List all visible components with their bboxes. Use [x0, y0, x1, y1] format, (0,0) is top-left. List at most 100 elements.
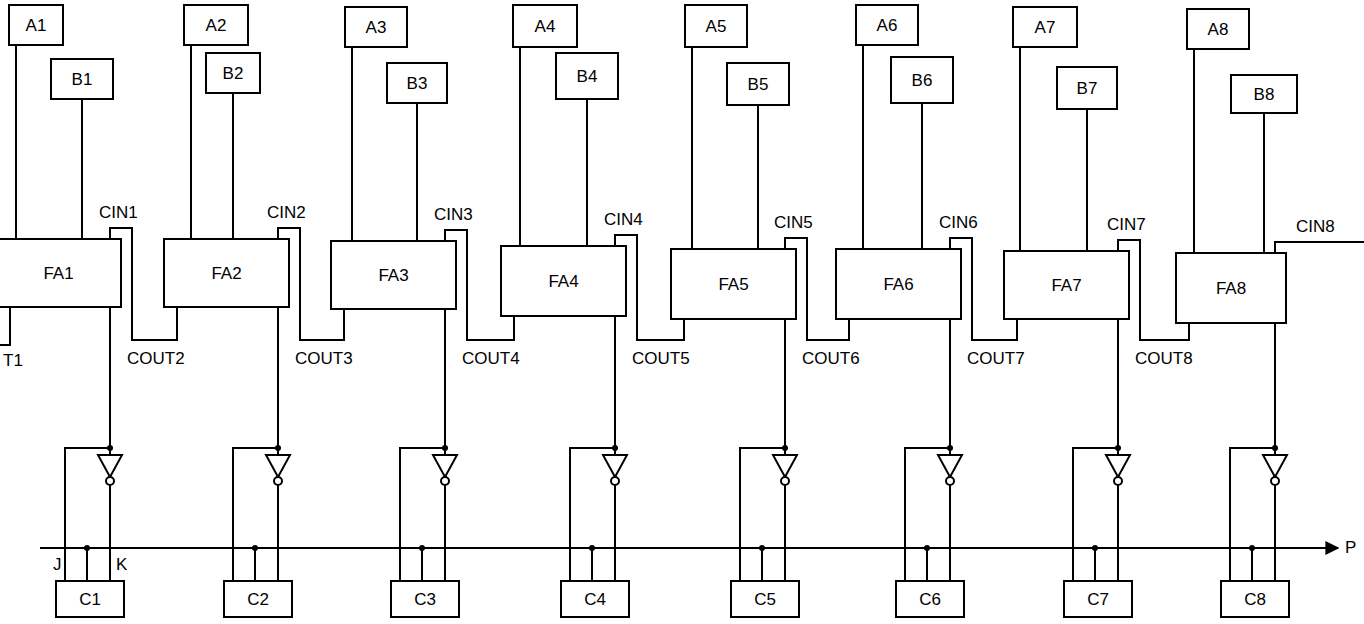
full-adder-box: FA3 — [330, 240, 457, 310]
full-adder-box: FA5 — [670, 248, 797, 320]
box-label: B1 — [72, 71, 93, 88]
pin-label: K — [115, 556, 128, 573]
input-b-box: B1 — [50, 58, 114, 100]
full-adder-box: FA8 — [1175, 252, 1287, 324]
wire — [232, 94, 234, 238]
input-a-box: A8 — [1186, 8, 1250, 50]
box-label: A2 — [206, 17, 227, 34]
flip-flop-box: C7 — [1063, 580, 1133, 618]
box-label: B2 — [223, 65, 244, 82]
input-a-box: A6 — [855, 4, 919, 46]
flip-flop-box: C4 — [560, 580, 630, 618]
carry-in-label: CIN3 — [433, 206, 474, 223]
box-label: FA5 — [718, 276, 748, 293]
box-label: FA1 — [43, 265, 73, 282]
signal-label: P — [1344, 539, 1357, 556]
box-label: A1 — [26, 17, 47, 34]
input-b-box: B3 — [386, 62, 448, 104]
carry-in-stub — [1275, 242, 1364, 252]
wire — [15, 46, 17, 238]
pin-label: J — [52, 556, 63, 573]
input-a-box: A7 — [1012, 6, 1078, 48]
inverter-symbol — [773, 455, 797, 477]
carry-out-label: COUT8 — [1134, 350, 1194, 367]
inverter-bubble — [106, 477, 114, 485]
box-label: C8 — [1244, 591, 1266, 608]
carry-in-label: CIN6 — [938, 214, 979, 231]
k-wire — [784, 485, 786, 580]
carry-out-label: COUT3 — [294, 350, 354, 367]
box-label: FA8 — [1216, 280, 1246, 297]
input-b-box: B7 — [1056, 66, 1118, 110]
box-label: FA3 — [378, 267, 408, 284]
carry-out-label: COUT6 — [801, 350, 861, 367]
inverter-symbol — [603, 455, 627, 477]
box-label: FA4 — [548, 273, 578, 290]
carry-out-stub — [0, 308, 10, 345]
k-wire — [1117, 485, 1119, 580]
input-a-box: A2 — [183, 4, 249, 46]
flip-flop-box: C5 — [730, 580, 800, 618]
inverter-symbol — [266, 455, 290, 477]
k-wire — [614, 485, 616, 580]
box-label: B7 — [1077, 80, 1098, 97]
full-adder-box: FA2 — [163, 238, 290, 308]
carry-out-label: COUT5 — [631, 350, 691, 367]
wire — [949, 448, 951, 455]
inverter-bubble — [781, 477, 789, 485]
box-label: A3 — [366, 19, 387, 36]
carry-in-label: CIN5 — [773, 214, 814, 231]
wire — [81, 100, 83, 238]
box-label: C4 — [584, 591, 606, 608]
box-label: C5 — [754, 591, 776, 608]
box-label: A6 — [877, 17, 898, 34]
full-adder-box: FA6 — [835, 248, 962, 320]
input-a-box: A3 — [344, 6, 408, 48]
box-label: B4 — [577, 68, 598, 85]
box-label: B8 — [1254, 86, 1275, 103]
box-label: B6 — [912, 72, 933, 89]
box-label: FA2 — [211, 265, 241, 282]
wire — [190, 46, 192, 238]
inverter-symbol — [98, 455, 122, 477]
full-adder-box: FA4 — [500, 245, 627, 317]
input-b-box: B8 — [1230, 74, 1298, 114]
wire — [1274, 448, 1276, 455]
clock-wire — [421, 548, 423, 580]
wire — [1086, 110, 1088, 250]
carry-out-label: T1 — [2, 352, 24, 369]
wire — [1263, 114, 1265, 252]
wire — [784, 448, 786, 455]
flip-flop-box: C1 — [55, 580, 125, 618]
carry-out-label: COUT7 — [966, 350, 1026, 367]
clock-wire — [1251, 548, 1253, 580]
inverter-bubble — [611, 477, 619, 485]
wire — [400, 310, 445, 580]
wire — [921, 104, 923, 248]
clock-wire — [926, 548, 928, 580]
box-label: A7 — [1035, 19, 1056, 36]
clock-wire — [254, 548, 256, 580]
box-label: A8 — [1208, 21, 1229, 38]
clock-wire — [1094, 548, 1096, 580]
wire — [570, 317, 615, 580]
k-wire — [109, 485, 111, 580]
clock-wire — [761, 548, 763, 580]
carry-in-label: CIN4 — [603, 211, 644, 228]
wire — [65, 308, 110, 580]
wire — [233, 308, 278, 580]
carry-in-label: CIN7 — [1106, 216, 1147, 233]
wire — [740, 320, 785, 580]
wire — [757, 106, 759, 248]
wire — [1019, 48, 1021, 250]
clock-wire — [591, 548, 593, 580]
flip-flop-box: C2 — [223, 580, 293, 618]
wire — [351, 48, 353, 240]
full-adder-box: FA1 — [0, 238, 122, 308]
carry-in-label: CIN8 — [1295, 218, 1336, 235]
input-b-box: B4 — [555, 52, 619, 100]
box-label: FA7 — [1051, 277, 1081, 294]
wire — [277, 448, 279, 455]
wire — [1073, 320, 1118, 580]
flip-flop-box: C3 — [390, 580, 460, 618]
